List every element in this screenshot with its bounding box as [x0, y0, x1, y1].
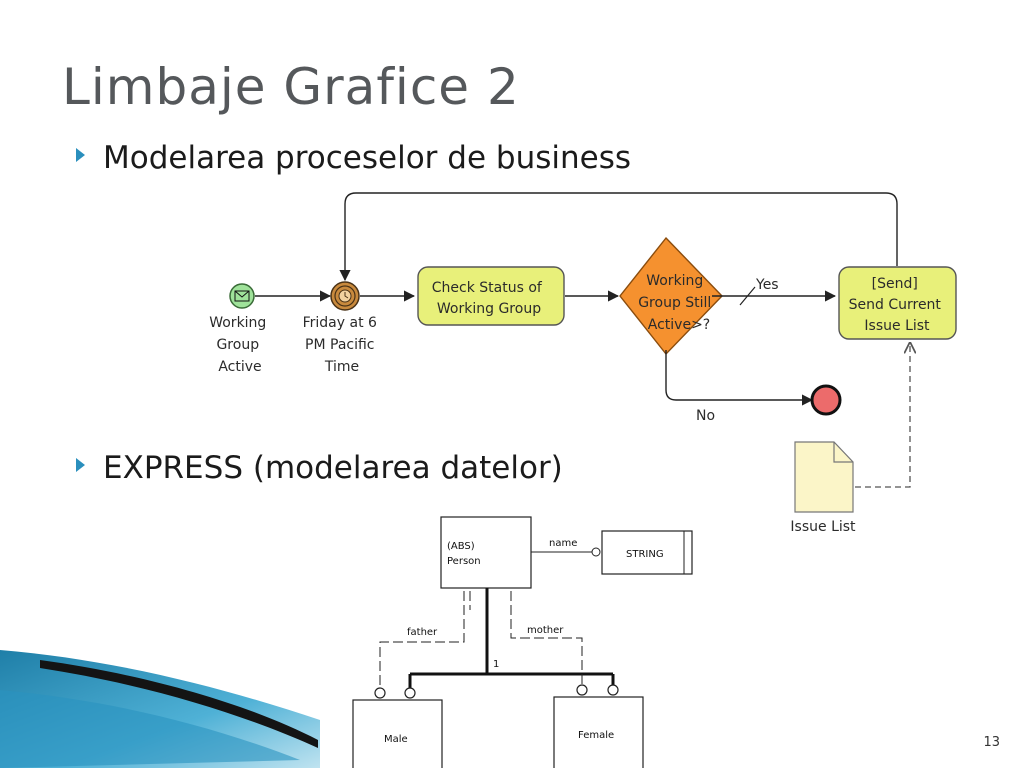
yes-label: Yes — [755, 277, 779, 293]
task-send-label: [Send] Send Current Issue List — [849, 276, 946, 334]
start-event — [229, 283, 255, 309]
cardinality-label: 1 — [493, 659, 499, 670]
entity-male-label: Male — [384, 734, 408, 745]
relation-mother-label: mother — [527, 625, 564, 636]
start-event-label: Working Group Active — [209, 315, 271, 375]
end-event — [810, 384, 842, 416]
bullet-express: EXPRESS (modelarea datelor) — [76, 450, 563, 486]
type-string — [601, 530, 693, 575]
bullet-arrow-icon — [76, 458, 85, 472]
attribute-name-label: name — [549, 538, 577, 549]
document-issue-list — [794, 441, 854, 513]
relation-father-label: father — [407, 627, 438, 638]
document-label: Issue List — [790, 519, 856, 535]
type-string-label: STRING — [626, 549, 664, 560]
entity-male — [352, 699, 443, 768]
bullet-business-process: Modelarea proceselor de business — [76, 140, 631, 176]
entity-person — [440, 516, 532, 589]
timer-event-label: Friday at 6 PM Pacific Time — [303, 315, 382, 375]
bullet-text: EXPRESS (modelarea datelor) — [103, 450, 563, 486]
corner-decoration — [0, 650, 320, 768]
no-label: No — [696, 408, 715, 424]
envelope-icon — [234, 290, 250, 302]
task-send-issue-list — [838, 266, 957, 340]
timer-event — [330, 281, 360, 311]
bullet-arrow-icon — [76, 148, 85, 162]
gateway-label: Working Group Still Active>? — [638, 273, 716, 333]
bpmn-diagram: Working Group Active Friday at 6 PM Paci… — [209, 192, 957, 535]
task-check-status — [417, 266, 565, 326]
task-check-status-label: Check Status of Working Group — [432, 280, 547, 317]
entity-female — [553, 696, 644, 768]
entity-female-label: Female — [578, 730, 614, 741]
bullet-text: Modelarea proceselor de business — [103, 140, 631, 176]
loop-flow — [339, 192, 898, 282]
express-diagram: (ABS) Person name STRING 1 father mother… — [352, 516, 693, 768]
entity-person-label: (ABS) Person — [447, 541, 481, 567]
slide-title: Limbaje Grafice 2 — [62, 58, 520, 116]
page-number: 13 — [983, 735, 1000, 750]
association-flow — [855, 343, 910, 488]
